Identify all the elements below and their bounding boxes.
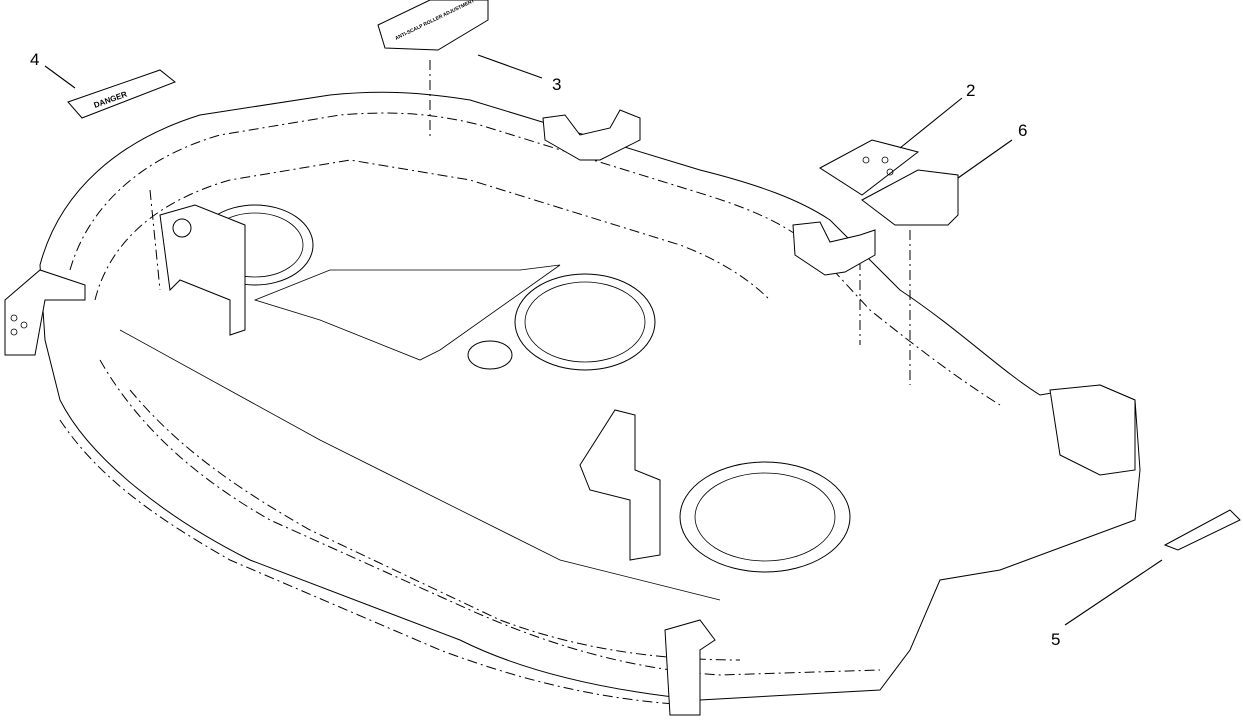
callout-3: 3 bbox=[552, 75, 561, 94]
callout-4: 4 bbox=[30, 50, 39, 69]
decal-4 bbox=[67, 69, 176, 119]
leader-line-2 bbox=[899, 97, 963, 149]
decal-2 bbox=[819, 139, 920, 196]
leader-line-3 bbox=[477, 54, 543, 79]
callout-5: 5 bbox=[1051, 630, 1060, 649]
decal-3 bbox=[377, 0, 489, 51]
brackets bbox=[4, 109, 1136, 716]
callout-6: 6 bbox=[1018, 121, 1027, 140]
spindle-openings bbox=[196, 204, 851, 573]
leader-line-4 bbox=[44, 65, 76, 89]
mower-deck bbox=[39, 60, 1141, 706]
callout-2: 2 bbox=[966, 81, 975, 100]
leader-line-5 bbox=[1064, 559, 1163, 626]
decal-5 bbox=[1163, 509, 1241, 551]
leader-line-6 bbox=[957, 139, 1013, 179]
decal-6 bbox=[861, 169, 959, 226]
inner-plate bbox=[253, 264, 561, 361]
